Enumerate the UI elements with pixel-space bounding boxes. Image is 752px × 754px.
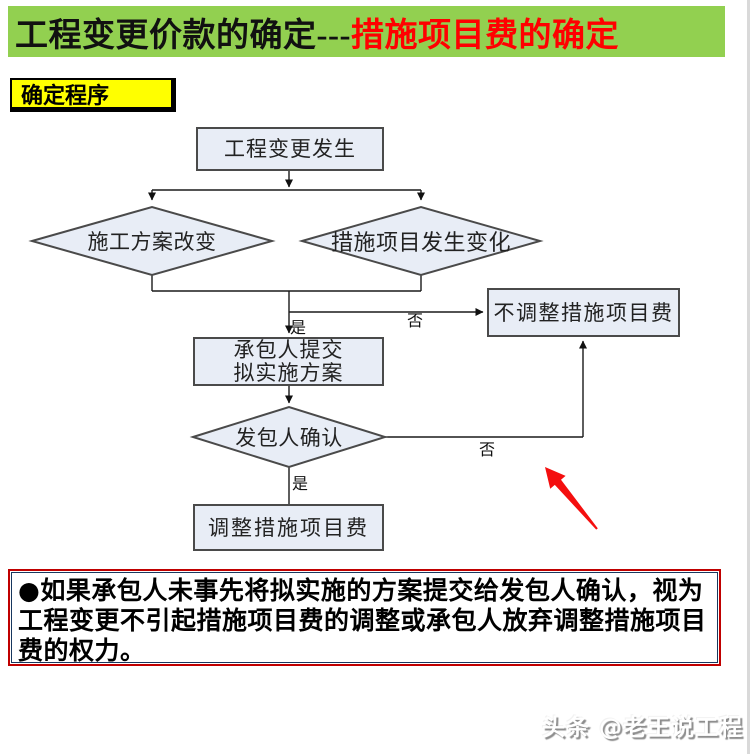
node-confirm-diamond-shape	[189, 405, 389, 469]
node-cond-measure-label: 措施项目发生变化	[330, 230, 511, 255]
edge-label-no-2: 否	[478, 442, 496, 459]
watermark: 头条 @老王说工程	[541, 715, 743, 741]
note-text: ●如果承包人未事先将拟实施的方案提交给发包人确认，视为工程变更不引起措施项目费的…	[18, 576, 707, 663]
page-title-bar: 工程变更价款的确定---措施项目费的确定	[8, 6, 725, 57]
section-label: 确定程序	[10, 78, 176, 112]
page-title-red: 措施项目费的确定	[350, 17, 619, 54]
edge-label-yes-1: 是	[289, 320, 307, 337]
node-adjust: 调整措施项目费	[193, 504, 384, 551]
note-box-inner: ●如果承包人未事先将拟实施的方案提交给发包人确认，视为工程变更不引起措施项目费的…	[11, 572, 718, 663]
edge-label-no-1: 否	[406, 313, 424, 330]
node-submit-plan: 承包人提交 拟实施方案	[193, 337, 384, 386]
red-annotation-arrow	[545, 467, 598, 530]
node-cond-plan-label: 施工方案改变	[87, 230, 217, 254]
page-edge-line	[747, 0, 750, 754]
node-cond-measure-diamond-shape	[298, 205, 544, 277]
edge-label-yes-2: 是	[291, 476, 309, 493]
node-cond-plan-diamond-shape	[28, 205, 276, 277]
note-box: ●如果承包人未事先将拟实施的方案提交给发包人确认，视为工程变更不引起措施项目费的…	[8, 569, 721, 666]
node-submit-plan-line2: 拟实施方案	[233, 360, 344, 385]
node-change-occurs: 工程变更发生	[196, 127, 384, 171]
node-submit-plan-line1: 承包人提交	[233, 337, 344, 362]
node-confirm-label: 发包人确认	[235, 426, 343, 450]
page-title-black: 工程变更价款的确定---	[15, 17, 351, 54]
node-no-adjust: 不调整措施项目费	[487, 288, 680, 337]
